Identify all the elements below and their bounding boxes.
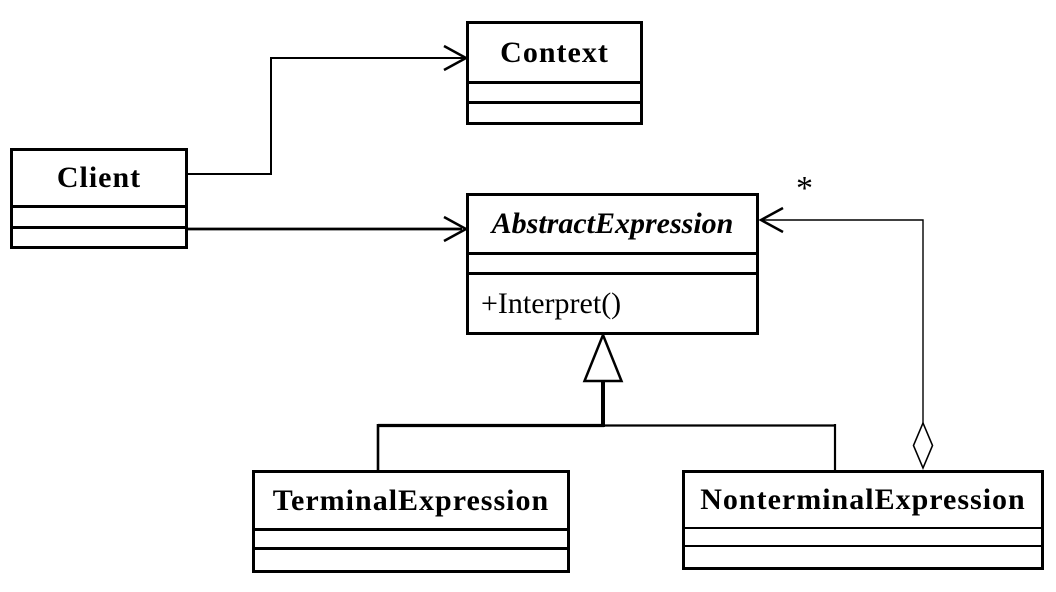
class-box-abstract-expression: AbstractExpression +Interpret() — [466, 193, 759, 335]
attributes-compartment — [13, 205, 185, 226]
class-box-nonterminal-expression: NonterminalExpression — [682, 470, 1044, 570]
attributes-compartment — [685, 527, 1041, 545]
methods-compartment: +Interpret() — [469, 272, 756, 332]
aggregation-nonterminal-abstract-line — [763, 219, 924, 424]
method-interpret: +Interpret() — [481, 286, 622, 320]
generalization-triangle-icon — [582, 331, 624, 383]
multiplicity-label: * — [796, 170, 813, 207]
attributes-compartment — [469, 81, 640, 101]
class-name-client: Client — [56, 161, 142, 194]
methods-compartment — [685, 545, 1041, 567]
class-box-terminal-expression: TerminalExpression — [252, 470, 570, 573]
attributes-compartment — [469, 252, 756, 272]
association-client-context-line — [188, 57, 464, 175]
class-name-context: Context — [500, 35, 609, 69]
class-name-abstract-expression: AbstractExpression — [491, 207, 734, 240]
methods-compartment — [469, 101, 640, 122]
methods-compartment — [255, 547, 567, 570]
class-box-context: Context — [466, 21, 643, 125]
class-name-nonterminal-expression: NonterminalExpression — [700, 483, 1026, 516]
class-name-terminal-expression: TerminalExpression — [272, 483, 550, 517]
open-arrowhead-icon — [758, 206, 784, 234]
class-box-client: Client — [10, 148, 188, 249]
attributes-compartment — [255, 528, 567, 547]
aggregation-diamond-icon — [912, 420, 934, 471]
methods-compartment — [13, 226, 185, 246]
